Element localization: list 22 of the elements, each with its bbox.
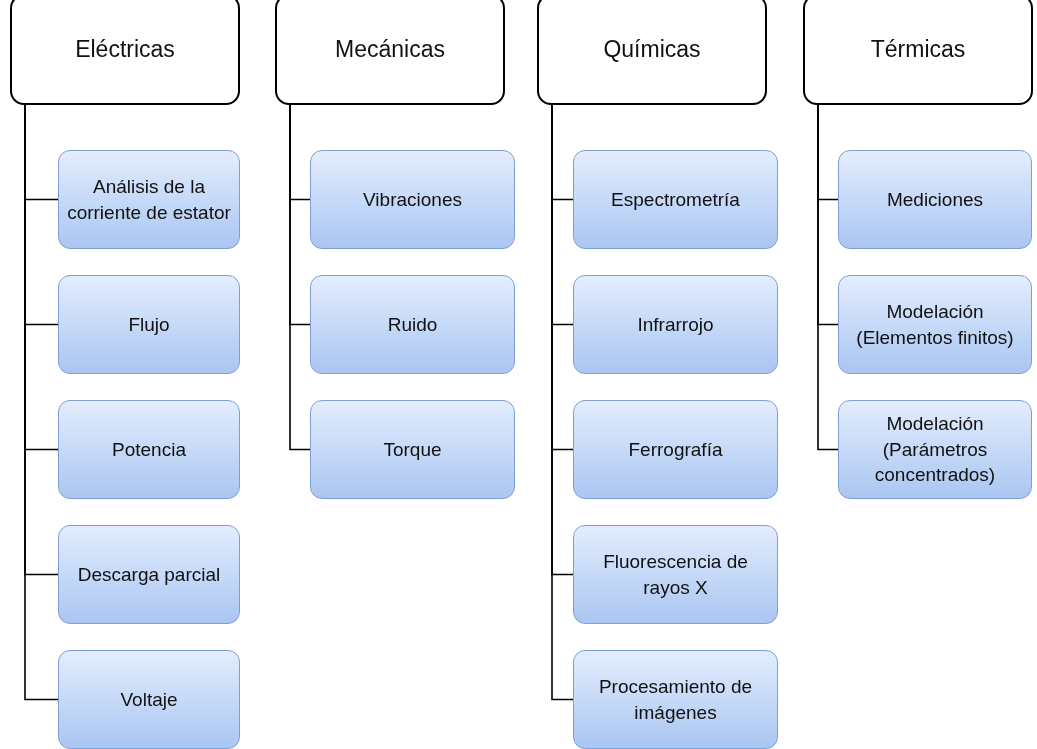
method-box: Flujo bbox=[58, 275, 240, 374]
method-box: Modelación (Elementos finitos) bbox=[838, 275, 1032, 374]
connector-line bbox=[817, 104, 839, 451]
method-box: Descarga parcial bbox=[58, 525, 240, 624]
method-box: Potencia bbox=[58, 400, 240, 499]
method-box: Procesamiento de imágenes bbox=[573, 650, 778, 749]
method-box: Ferrografía bbox=[573, 400, 778, 499]
category-box: Eléctricas bbox=[10, 0, 240, 105]
method-box: Infrarrojo bbox=[573, 275, 778, 374]
category-box: Mecánicas bbox=[275, 0, 505, 105]
method-box: Modelación (Parámetros concentrados) bbox=[838, 400, 1032, 499]
method-box: Torque bbox=[310, 400, 515, 499]
method-box: Mediciones bbox=[838, 150, 1032, 249]
connector-line bbox=[289, 104, 311, 451]
category-box: Químicas bbox=[537, 0, 767, 105]
method-box: Ruido bbox=[310, 275, 515, 374]
method-box: Espectrometría bbox=[573, 150, 778, 249]
method-box: Fluorescencia de rayos X bbox=[573, 525, 778, 624]
category-box: Térmicas bbox=[803, 0, 1033, 105]
method-box: Vibraciones bbox=[310, 150, 515, 249]
method-box: Voltaje bbox=[58, 650, 240, 749]
method-box: Análisis de la corriente de estator bbox=[58, 150, 240, 249]
